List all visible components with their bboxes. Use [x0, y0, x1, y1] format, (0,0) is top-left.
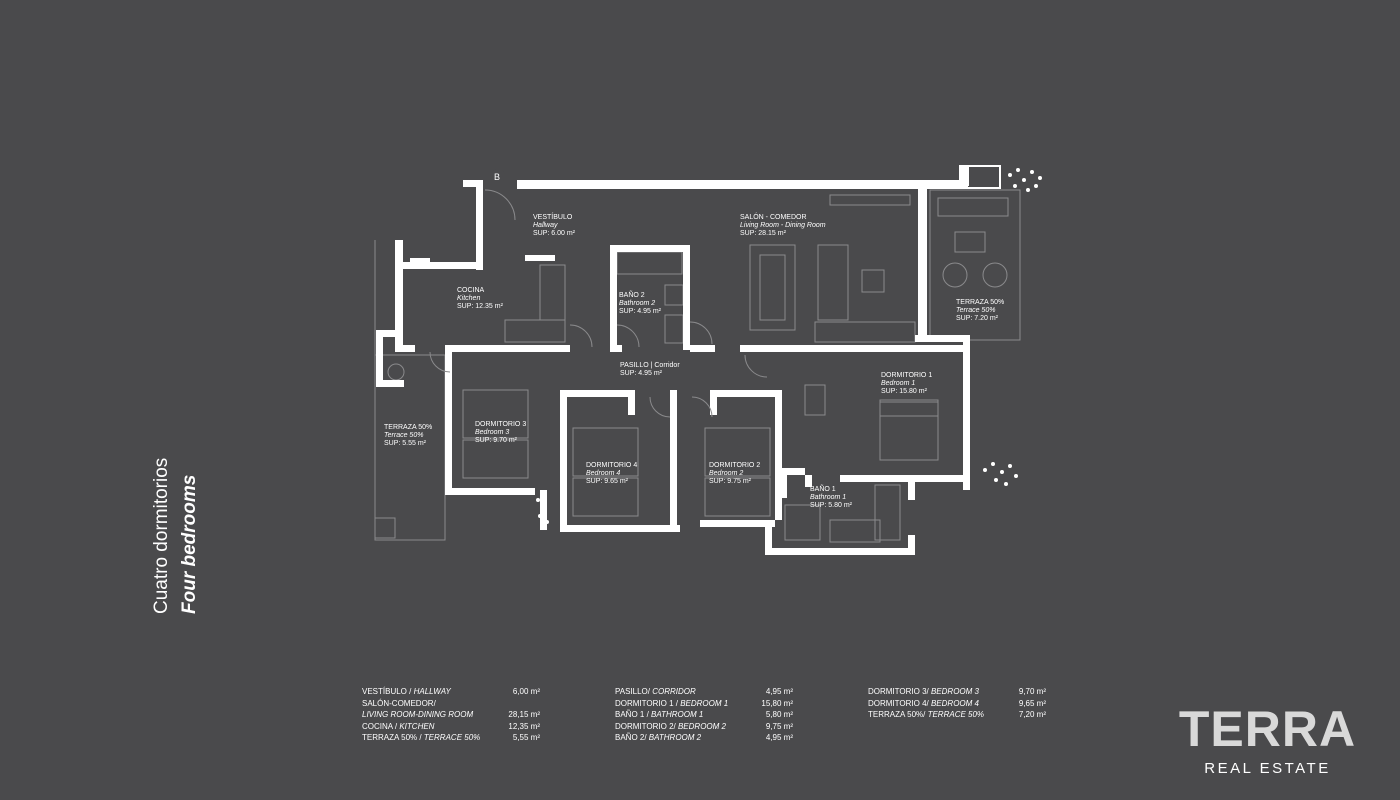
- sink-2: [664, 314, 684, 344]
- dormitorio1-label: DORMITORIO 1: [881, 372, 932, 379]
- table-row: TERRAZA 50% / TERRACE 50%5,55 m²: [362, 733, 540, 743]
- doors: [429, 189, 768, 418]
- bed-3: [462, 389, 529, 439]
- toilet-2: [664, 284, 684, 306]
- terrace-table: [954, 231, 986, 253]
- bano2-label: BAÑO 2: [619, 290, 645, 299]
- salon-label-en: Living Room - Dining Room: [740, 222, 826, 229]
- sideboard: [814, 321, 916, 343]
- bed-4: [572, 427, 639, 477]
- dormitorio2-label: DORMITORIO 2: [709, 462, 760, 469]
- side-title-spanish: Cuatro dormitorios: [151, 457, 172, 614]
- dormitorio1-area: SUP: 15.80 m²: [881, 388, 928, 395]
- dormitorio4-label: DORMITORIO 4: [586, 462, 637, 469]
- logo-brand: TERRA: [1178, 701, 1357, 757]
- salon-area: SUP: 28.15 m²: [740, 230, 787, 237]
- dormitorio2-area: SUP: 9.75 m²: [709, 478, 752, 485]
- vestibulo-label: VESTÍBULO: [533, 212, 573, 221]
- dormitorio3-area: SUP: 9.70 m²: [475, 437, 518, 444]
- dormitorio4-label-en: Bedroom 4: [586, 470, 620, 477]
- terrace-planter: [374, 517, 396, 539]
- coffee-table: [861, 269, 885, 293]
- bed-1: [879, 399, 939, 461]
- pasillo-label: PASILLO | Corridor: [620, 362, 680, 369]
- terra-logo: TERRA REAL ESTATE: [1155, 702, 1380, 777]
- side-title: Cuatro dormitorios Four bedrooms: [148, 458, 204, 614]
- dormitorio4-area: SUP: 9.65 m²: [586, 478, 629, 485]
- terraza-left-area: SUP: 5.55 m²: [384, 440, 427, 447]
- sink-1: [829, 519, 881, 543]
- side-title-english: Four bedrooms: [179, 474, 200, 614]
- terraza-left-label-en: Terrace 50%: [384, 432, 423, 439]
- fixtures: [374, 194, 1009, 543]
- table-row: SALÓN-COMEDOR/: [362, 698, 436, 708]
- terrace-sofa: [937, 197, 1009, 217]
- bathtub-1: [874, 484, 901, 541]
- vestibulo-label-en: Hallway: [533, 222, 558, 229]
- bano1-area: SUP: 5.80 m²: [810, 502, 853, 509]
- table-row: TERRAZA 50%/ TERRACE 50%7,20 m²: [868, 710, 1046, 720]
- terraza-right-label-en: Terrace 50%: [956, 307, 995, 314]
- bano1-label: BAÑO 1: [810, 484, 836, 493]
- cocina-area: SUP: 12.35 m²: [457, 303, 504, 310]
- marker-label: B: [494, 172, 500, 182]
- dining-table: [749, 244, 796, 331]
- terraza-left-label: TERRAZA 50%: [384, 424, 432, 431]
- wardrobe-1: [804, 384, 826, 416]
- cocina-label: COCINA: [457, 287, 485, 294]
- marker-circle: [491, 169, 505, 183]
- logo-subtitle: REAL ESTATE: [1204, 760, 1331, 777]
- dormitorio1-label-en: Bedroom 1: [881, 380, 915, 387]
- terraza-right-area: SUP: 7.20 m²: [956, 315, 999, 322]
- bathtub-2: [616, 251, 683, 275]
- kitchen-counter: [504, 319, 566, 343]
- bano1-label-en: Bathroom 1: [810, 494, 846, 501]
- planters: [536, 168, 1042, 524]
- bano2-area: SUP: 4.95 m²: [619, 308, 662, 315]
- bed-2: [704, 427, 771, 477]
- pasillo-area: SUP: 4.95 m²: [620, 370, 663, 377]
- dormitorio3-label: DORMITORIO 3: [475, 421, 526, 428]
- dormitorio3-label-en: Bedroom 3: [475, 429, 509, 436]
- salon-label: SALÓN - COMEDOR: [740, 212, 807, 221]
- cocina-label-en: Kitchen: [457, 295, 480, 302]
- shower-1: [784, 504, 821, 541]
- tv-unit: [829, 194, 911, 206]
- dormitorio2-label-en: Bedroom 2: [709, 470, 743, 477]
- sofa: [817, 244, 849, 321]
- walls: [376, 165, 1001, 555]
- vestibulo-area: SUP: 6.00 m²: [533, 230, 576, 237]
- bano2-label-en: Bathroom 2: [619, 300, 655, 307]
- terraza-right-label: TERRAZA 50%: [956, 299, 1004, 306]
- room-labels: VESTÍBULO Hallway SUP: 6.00 m² SALÓN - C…: [384, 212, 1004, 509]
